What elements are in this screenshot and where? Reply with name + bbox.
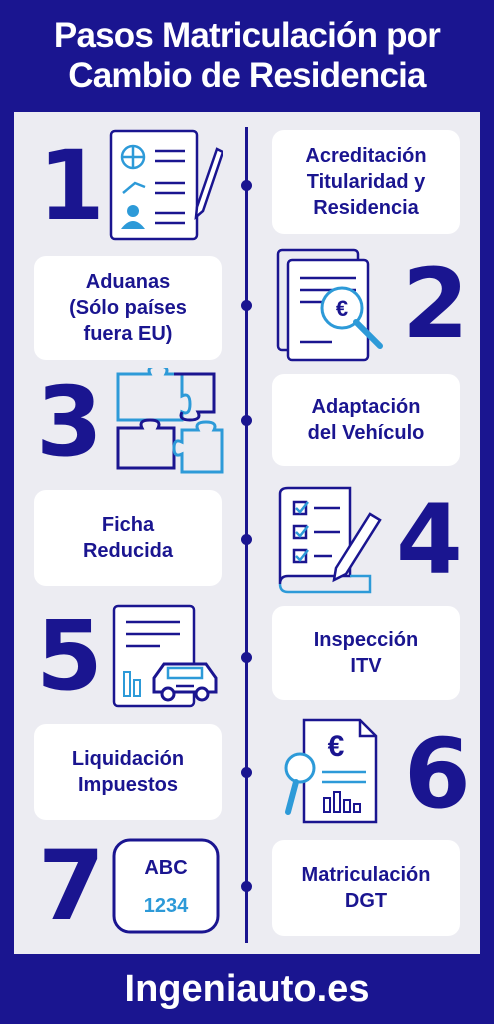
euro-symbol: € — [328, 730, 345, 763]
header: Pasos Matriculación por Cambio de Reside… — [0, 0, 494, 112]
timeline-dot — [241, 415, 252, 426]
step-label: Matriculación DGT — [301, 864, 431, 912]
step-card-5: Inspección ITV — [272, 606, 460, 700]
step-card-6: Liquidación Impuestos — [34, 724, 222, 820]
step-card-2: Aduanas (Sólo países fuera EU) — [34, 256, 222, 360]
step-label: Aduanas (Sólo países fuera EU) — [69, 271, 187, 345]
document-person-icon — [109, 129, 223, 241]
checklist-pencil-icon — [278, 486, 382, 594]
euro-symbol: € — [336, 296, 348, 321]
document-euro-magnifier-icon: € — [276, 248, 383, 362]
invoice-magnifier-icon: € — [284, 718, 378, 824]
step-number-7: 7 — [38, 830, 105, 942]
document-car-icon — [112, 604, 218, 708]
timeline-dot — [241, 652, 252, 663]
plate-numbers: 1234 — [144, 895, 189, 917]
step-number-3: 3 — [36, 366, 103, 478]
step-number-6: 6 — [404, 718, 471, 830]
step-card-3: Adaptación del Vehículo — [272, 374, 460, 466]
footer-brand: Ingeniauto.es — [0, 954, 494, 1024]
step-card-4: Ficha Reducida — [34, 490, 222, 586]
timeline-dot — [241, 300, 252, 311]
step-label: Inspección ITV — [313, 629, 419, 677]
step-label: Liquidación Impuestos — [71, 748, 185, 796]
step-label: Adaptación del Vehículo — [307, 396, 425, 444]
puzzle-icon — [116, 368, 224, 474]
step-number-2: 2 — [402, 248, 469, 360]
step-number-1: 1 — [38, 130, 105, 242]
timeline-dot — [241, 180, 252, 191]
timeline-dot — [241, 881, 252, 892]
step-label: Acreditación Titularidad y Residencia — [305, 145, 427, 219]
plate-letters: ABC — [144, 857, 187, 879]
step-number-4: 4 — [396, 484, 463, 596]
step-label: Ficha Reducida — [82, 514, 174, 562]
step-number-5: 5 — [36, 600, 103, 712]
step-card-1: Acreditación Titularidad y Residencia — [272, 130, 460, 234]
license-plate-icon: ABC 1234 — [112, 838, 220, 934]
timeline-dot — [241, 767, 252, 778]
step-card-7: Matriculación DGT — [272, 840, 460, 936]
title-line-2: Cambio de Residencia — [68, 56, 426, 95]
timeline-dot — [241, 534, 252, 545]
title-line-1: Pasos Matriculación por — [53, 16, 441, 55]
